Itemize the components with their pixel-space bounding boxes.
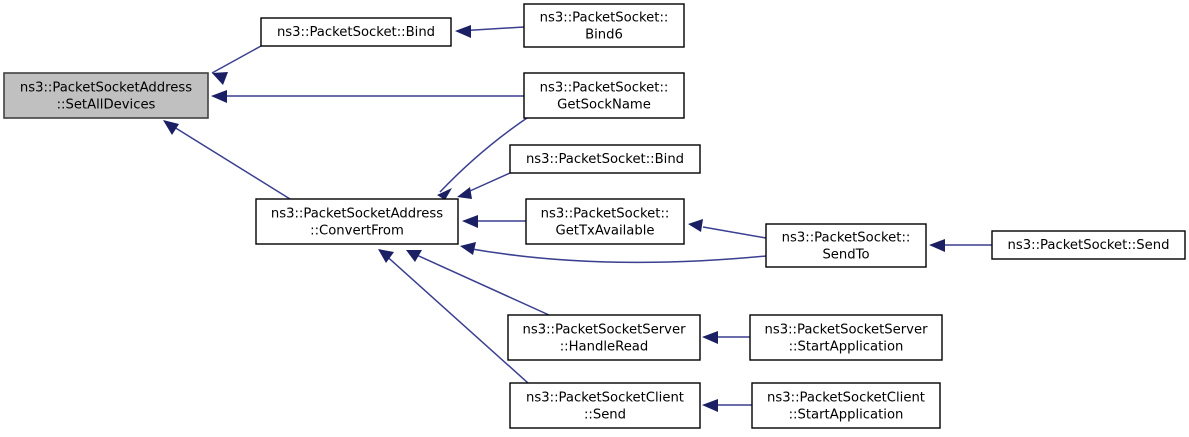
node-box-client_send[interactable]	[509, 382, 701, 429]
node-label-get_sock_name: ns3::PacketSocket::GetSockName	[540, 81, 669, 113]
arrowhead-client_start_application-to-client_send	[702, 399, 718, 412]
node-box-server_start_application[interactable]	[749, 314, 943, 361]
node-client_send[interactable]: ns3::PacketSocketClient::Send	[509, 382, 701, 429]
node-label-packet_socket_send: ns3::PacketSocket::Send	[1008, 238, 1170, 253]
node-label-client_send: ns3::PacketSocketClient::Send	[526, 391, 684, 423]
edge-send_to-to-get_tx_available	[702, 226, 767, 239]
node-set_all_devices[interactable]: ns3::PacketSocketAddress::SetAllDevices	[3, 72, 209, 119]
arrowhead-packet_socket_send-to-send_to	[929, 239, 945, 252]
node-label-get_tx_available: ns3::PacketSocket::GetTxAvailable	[541, 207, 670, 239]
node-label-bind_top: ns3::PacketSocket::Bind	[277, 25, 435, 40]
node-bind_top[interactable]: ns3::PacketSocket::Bind	[260, 17, 452, 47]
node-convert_from[interactable]: ns3::PacketSocketAddress::ConvertFrom	[255, 198, 459, 245]
node-label-server_handle_read: ns3::PacketSocketServer::HandleRead	[522, 323, 686, 355]
edge-server_handle_read-to-convert_from	[409, 251, 550, 316]
node-send_to[interactable]: ns3::PacketSocket::SendTo	[765, 223, 927, 268]
node-server_handle_read[interactable]: ns3::PacketSocketServer::HandleRead	[507, 314, 701, 361]
node-box-packet_socket_send[interactable]	[991, 230, 1186, 260]
arrowhead-get_sock_name-to-convert_from	[437, 188, 452, 200]
node-box-server_handle_read[interactable]	[507, 314, 701, 361]
node-get_sock_name[interactable]: ns3::PacketSocket::GetSockName	[523, 72, 685, 119]
arrowhead-client_send-to-convert_from	[378, 249, 394, 263]
arrowhead-send_to-to-convert_from	[460, 242, 476, 255]
nodes-layer: ns3::PacketSocketAddress::SetAllDevicesn…	[3, 3, 1186, 429]
arrowhead-get_sock_name-to-set_all_devices	[211, 90, 227, 103]
node-bind_mid[interactable]: ns3::PacketSocket::Bind	[509, 144, 701, 174]
node-box-set_all_devices[interactable]	[3, 72, 209, 119]
node-box-convert_from[interactable]	[255, 198, 459, 245]
node-box-get_sock_name[interactable]	[523, 72, 685, 119]
node-client_start_application[interactable]: ns3::PacketSocketClient::StartApplicatio…	[751, 382, 941, 429]
edge-send_to-to-convert_from	[465, 247, 767, 264]
node-box-bind_top[interactable]	[260, 17, 452, 47]
edge-client_send-to-convert_from	[381, 251, 529, 384]
node-box-client_start_application[interactable]	[751, 382, 941, 429]
node-packet_socket_send[interactable]: ns3::PacketSocket::Send	[991, 230, 1186, 260]
node-server_start_application[interactable]: ns3::PacketSocketServer::StartApplicatio…	[749, 314, 943, 361]
arrowhead-bind_mid-to-convert_from	[457, 187, 472, 199]
edge-bind_top-to-set_all_devices	[211, 45, 262, 74]
arrowhead-get_tx_available-to-convert_from	[462, 215, 478, 228]
node-label-server_start_application: ns3::PacketSocketServer::StartApplicatio…	[764, 323, 928, 355]
node-label-bind6: ns3::PacketSocket::Bind6	[540, 11, 669, 43]
node-box-send_to[interactable]	[765, 223, 927, 268]
node-label-send_to: ns3::PacketSocket::SendTo	[782, 231, 911, 263]
node-get_tx_available[interactable]: ns3::PacketSocket::GetTxAvailable	[525, 198, 685, 245]
node-label-bind_mid: ns3::PacketSocket::Bind	[526, 152, 684, 167]
arrowhead-bind6-to-bind_top	[455, 25, 471, 38]
node-label-set_all_devices: ns3::PacketSocketAddress::SetAllDevices	[20, 81, 192, 113]
edge-convert_from-to-set_all_devices	[165, 121, 291, 200]
arrowhead-server_start_application-to-server_handle_read	[702, 331, 718, 344]
node-box-bind6[interactable]	[523, 3, 685, 48]
node-label-convert_from: ns3::PacketSocketAddress::ConvertFrom	[271, 207, 443, 239]
arrowhead-convert_from-to-set_all_devices	[163, 120, 179, 135]
arrowhead-bind_top-to-set_all_devices	[212, 72, 228, 85]
node-label-client_start_application: ns3::PacketSocketClient::StartApplicatio…	[767, 391, 925, 423]
edge-get_sock_name-to-convert_from	[439, 117, 528, 193]
node-box-get_tx_available[interactable]	[525, 198, 685, 245]
node-bind6[interactable]: ns3::PacketSocket::Bind6	[523, 3, 685, 48]
node-box-bind_mid[interactable]	[509, 144, 701, 174]
arrowhead-server_handle_read-to-convert_from	[406, 250, 422, 262]
arrowhead-send_to-to-get_tx_available	[688, 219, 703, 232]
edges-layer	[163, 25, 992, 412]
